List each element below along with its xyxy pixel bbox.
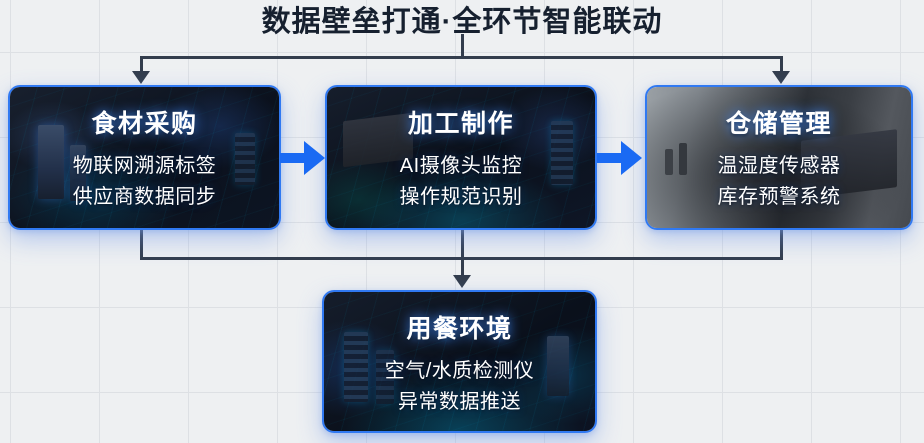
card-warehouse: 仓储管理 温湿度传感器 库存预警系统 (645, 85, 913, 230)
connector-bottom-left-vertical (140, 230, 143, 260)
server-rack-illustration (376, 350, 394, 404)
arrow-head (304, 141, 325, 175)
arrow-shaft (597, 153, 623, 163)
flow-right-arrow-icon (280, 141, 325, 175)
connector-top-right-vertical (780, 56, 783, 72)
card-dining: 用餐环境 空气/水质检测仪 异常数据推送 (322, 290, 597, 433)
card-description: 温湿度传感器 库存预警系统 (718, 151, 841, 213)
card-title: 食材采购 (91, 110, 198, 138)
arrow-down-icon (132, 71, 150, 84)
card-line: 温湿度传感器 (717, 155, 841, 177)
monitor-illustration (547, 336, 569, 396)
card-title: 用餐环境 (406, 315, 513, 343)
card-line: 库存预警系统 (717, 186, 841, 208)
card-line: 供应商数据同步 (72, 186, 217, 208)
connector-bottom-right-vertical (780, 230, 783, 260)
arrow-shaft (280, 153, 306, 163)
bottle-illustration (665, 149, 673, 175)
flow-right-arrow-icon (597, 141, 642, 175)
connector-bottom-center-vertical (461, 230, 464, 276)
card-description: AI摄像头监控 操作规范识别 (400, 151, 523, 213)
server-rack-illustration (235, 133, 255, 185)
card-line: 物联网溯源标签 (72, 155, 217, 177)
card-procurement: 食材采购 物联网溯源标签 供应商数据同步 (8, 85, 281, 230)
diagram-title: 数据壁垒打通·全环节智能联动 (261, 6, 663, 38)
card-line: AI摄像头监控 (399, 155, 523, 177)
server-tower-illustration (70, 145, 86, 201)
card-title: 加工制作 (407, 110, 514, 138)
card-description: 物联网溯源标签 供应商数据同步 (73, 151, 217, 213)
server-rack-illustration (344, 332, 368, 402)
bottle-illustration (679, 143, 687, 175)
server-tower-illustration (38, 125, 64, 199)
card-description: 空气/水质检测仪 异常数据推送 (385, 356, 535, 418)
arrow-down-icon (453, 275, 471, 288)
card-title: 仓储管理 (725, 110, 832, 138)
connector-top-horizontal (140, 56, 783, 59)
card-line: 空气/水质检测仪 (384, 360, 535, 382)
connector-top-stub (461, 34, 464, 57)
server-rack-illustration (551, 121, 573, 185)
card-line: 异常数据推送 (398, 391, 521, 413)
arrow-down-icon (772, 71, 790, 84)
card-line: 操作规范识别 (399, 186, 523, 208)
arrow-head (621, 141, 642, 175)
connector-top-left-vertical (140, 56, 143, 72)
card-processing: 加工制作 AI摄像头监控 操作规范识别 (325, 85, 597, 230)
